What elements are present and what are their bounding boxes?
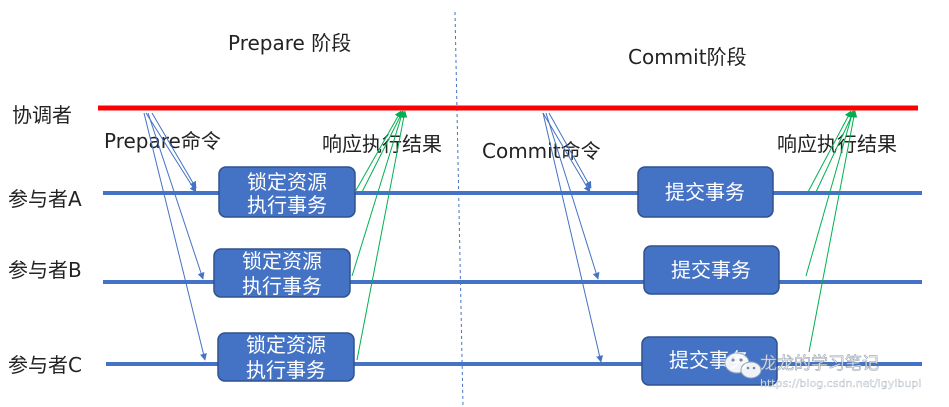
commit-response-arrow-b xyxy=(805,110,855,277)
prepare-command-arrow-a2 xyxy=(151,112,197,189)
commit-command-arrow-a1 xyxy=(542,112,591,193)
prepare-box-c-line2: 执行事务 xyxy=(246,358,326,382)
prepare-response-arrow-b xyxy=(351,110,405,277)
commit-command-arrow-c xyxy=(542,112,603,363)
phase-divider xyxy=(454,11,464,407)
commit-response-arrow-c xyxy=(808,110,858,353)
participant-a-label: 参与者A xyxy=(8,187,82,211)
commit-box-b-label: 提交事务 xyxy=(671,258,751,282)
prepare-box-c: 锁定资源 执行事务 xyxy=(217,332,355,382)
prepare-box-b-line1: 锁定资源 xyxy=(242,249,322,273)
prepare-command-label: Prepare命令 xyxy=(104,129,221,153)
commit-box-a: 提交事务 xyxy=(637,166,774,218)
commit-box-b: 提交事务 xyxy=(643,245,780,295)
coordinator-label: 协调者 xyxy=(12,103,72,127)
watermark-text: 龙龙的学习笔记 xyxy=(760,354,879,374)
prepare-command-arrow-a1 xyxy=(145,112,197,193)
prepare-response-arrow-a1 xyxy=(354,110,402,193)
prepare-command-arrow-b xyxy=(147,112,205,280)
prepare-response-arrow-c xyxy=(356,110,408,361)
prepare-box-a-line2: 执行事务 xyxy=(247,193,327,217)
prepare-box-c-line1: 锁定资源 xyxy=(246,333,326,357)
prepare-box-b-line2: 执行事务 xyxy=(242,274,322,298)
commit-phase-title: Commit阶段 xyxy=(628,45,747,69)
commit-response-arrow-a1 xyxy=(807,110,852,193)
prepare-command-arrow-c xyxy=(143,112,207,361)
wechat-icon xyxy=(724,352,762,379)
commit-box-a-label: 提交事务 xyxy=(665,180,745,204)
prepare-response-arrow-a2 xyxy=(361,110,404,193)
commit-response-arrow-a2 xyxy=(815,110,855,193)
prepare-box-a: 锁定资源 执行事务 xyxy=(218,166,356,218)
commit-box-c: 提交事务 xyxy=(641,336,778,386)
commit-command-arrow-a2 xyxy=(548,112,592,189)
prepare-box-b: 锁定资源 执行事务 xyxy=(213,248,351,298)
prepare-box-a-line1: 锁定资源 xyxy=(247,170,327,194)
commit-command-label: Commit命令 xyxy=(482,139,601,163)
participant-c-label: 参与者C xyxy=(8,353,82,377)
watermark: 龙龙的学习笔记 https://blog.csdn.net/lgyibupi xyxy=(724,352,921,390)
prepare-phase-title: Prepare 阶段 xyxy=(228,31,351,55)
watermark-url: https://blog.csdn.net/lgyibupi xyxy=(760,377,921,390)
participant-b-label: 参与者B xyxy=(8,258,82,282)
commit-response-label: 响应执行结果 xyxy=(777,132,897,156)
commit-command-arrow-b xyxy=(545,112,600,280)
